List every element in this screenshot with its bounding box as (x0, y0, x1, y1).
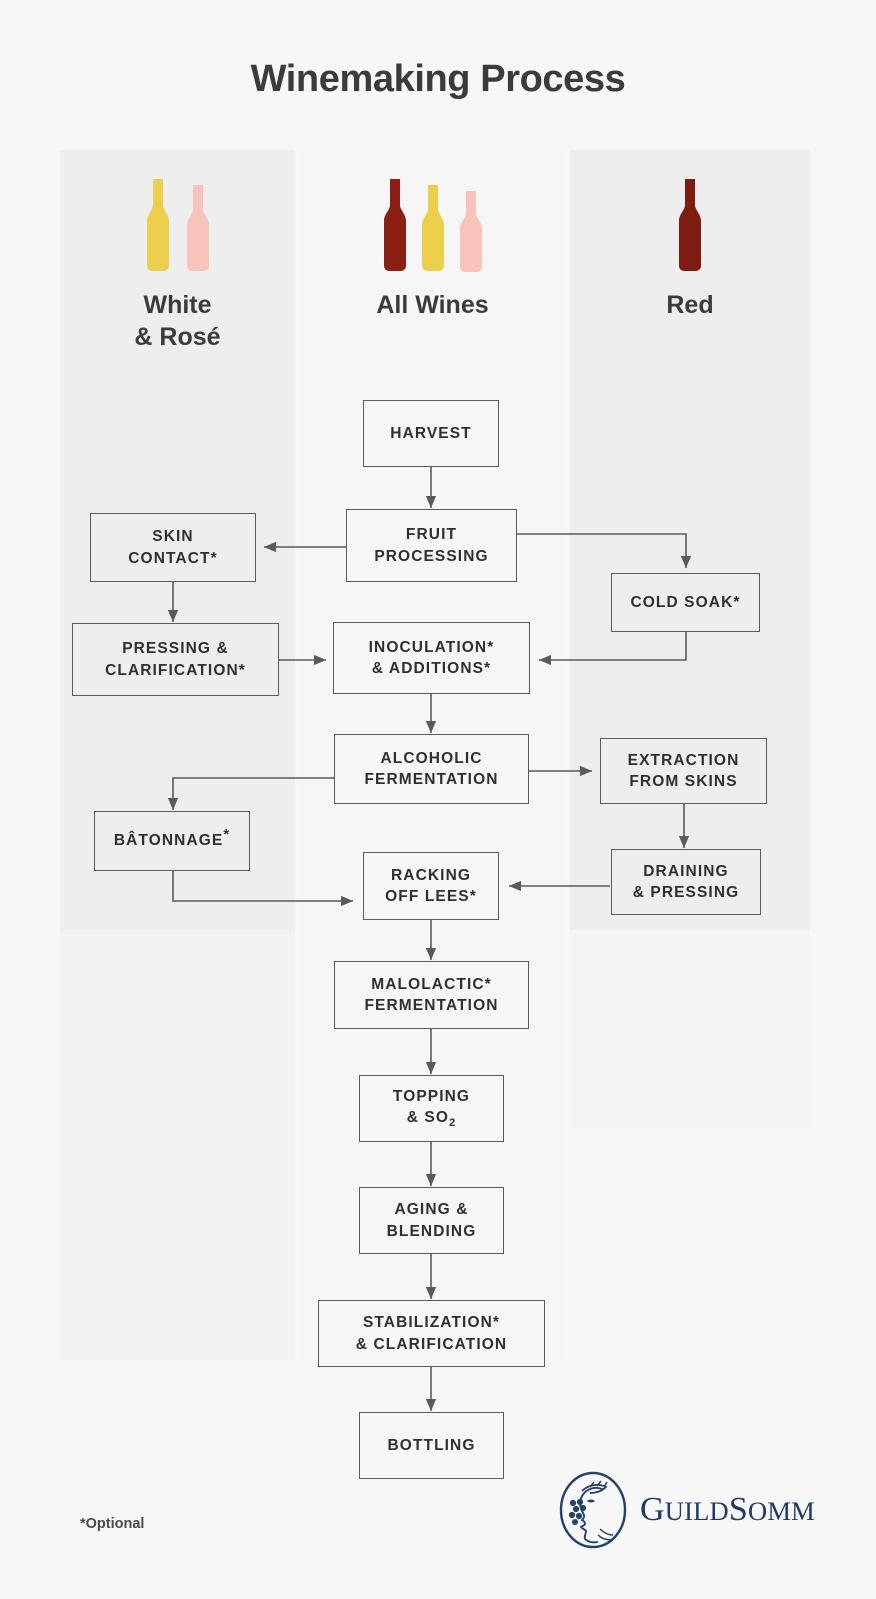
optional-footnote: *Optional (80, 1516, 145, 1532)
guildsomm-emblem-icon (559, 1471, 627, 1549)
node-draining-pressing[interactable]: DRAINING & PRESSING (611, 849, 761, 915)
rose-wine-bottle-icon (186, 185, 209, 271)
column-band-white-rose-lower (60, 930, 295, 1360)
node-label-line2: & CLARIFICATION (355, 1335, 508, 1353)
guildsomm-wordmark: GUILDSOMM (640, 1491, 815, 1529)
white-wine-bottle-icon (146, 179, 169, 271)
node-label: HARVEST (390, 424, 472, 442)
node-label-line2: FROM SKINS (629, 773, 738, 790)
node-label-line1: FRUIT (405, 526, 458, 544)
node-label-line1: PRESSING & (122, 640, 229, 658)
node-alcoholic-fermentation[interactable]: ALCOHOLIC FERMENTATION (334, 734, 529, 804)
node-label-line1: ALCOHOLIC (380, 749, 483, 767)
node-label-line2: & ADDITIONS* (371, 660, 492, 677)
node-label-line1: RACKING (390, 866, 472, 884)
red-wine-bottle-icon (383, 179, 406, 271)
bottle-icon-group-white-rose (60, 168, 295, 273)
page-title: Winemaking Process (250, 58, 626, 100)
node-label-line2: & PRESSING (632, 884, 740, 901)
column-header-label-all-wines: All Wines (300, 289, 565, 321)
node-pressing-clarification[interactable]: PRESSING & CLARIFICATION* (72, 623, 279, 696)
bottle-icon-group-red (570, 168, 810, 273)
node-label-line2: PROCESSING (374, 547, 489, 565)
node-extraction-from-skins[interactable]: EXTRACTION FROM SKINS (600, 738, 767, 804)
node-label: COLD SOAK* (630, 593, 741, 611)
column-band-red-lower (570, 930, 810, 1130)
column-label-line1: Red (666, 291, 714, 319)
wordmark-s: S (728, 1491, 748, 1528)
node-label-line1: STABILIZATION* (362, 1314, 501, 1332)
node-batonnage[interactable]: BÂTONNAGE* (94, 811, 250, 871)
node-label-line2: FERMENTATION (364, 771, 499, 788)
column-label-line1: All Wines (376, 291, 489, 319)
node-malolactic-fermentation[interactable]: MALOLACTIC* FERMENTATION (334, 961, 529, 1029)
node-label-line2: OFF LEES* (385, 888, 477, 905)
node-topping-so2[interactable]: TOPPING & SO2 (359, 1075, 504, 1142)
node-label-line2: CLARIFICATION* (105, 661, 246, 679)
column-label-line1: White (143, 291, 212, 319)
node-label-line1: INOCULATION* (368, 638, 495, 656)
node-racking-off-lees[interactable]: RACKING OFF LEES* (363, 852, 499, 920)
column-header-label-red: Red (570, 289, 810, 321)
node-label-superscript: * (223, 827, 231, 844)
node-label: BOTTLING (387, 1436, 476, 1454)
wordmark-omm: OMM (748, 1496, 815, 1526)
node-label-line1: TOPPING (392, 1087, 471, 1105)
column-label-line2: & Rosé (134, 323, 221, 351)
column-header-label-white-rose: White & Rosé (60, 289, 295, 353)
node-label-line1: AGING & (394, 1201, 469, 1219)
node-stabilization-clarification[interactable]: STABILIZATION* & CLARIFICATION (318, 1300, 545, 1367)
node-bottling[interactable]: BOTTLING (359, 1412, 504, 1479)
node-label-line1: EXTRACTION (627, 751, 740, 769)
node-aging-blending[interactable]: AGING & BLENDING (359, 1187, 504, 1254)
red-wine-bottle-icon (679, 179, 701, 271)
node-label-line1: DRAINING (643, 862, 729, 880)
node-harvest[interactable]: HARVEST (363, 400, 499, 467)
wordmark-uild: UILD (664, 1496, 729, 1526)
node-label-line2: BLENDING (386, 1222, 477, 1240)
rose-wine-bottle-icon (459, 191, 482, 272)
node-skin-contact[interactable]: SKIN CONTACT* (90, 513, 256, 582)
guildsomm-logo: GUILDSOMM (556, 1468, 836, 1552)
white-wine-bottle-icon (421, 185, 444, 271)
bottle-icon-group-all-wines (300, 168, 565, 273)
node-label-line1: MALOLACTIC* (371, 975, 492, 993)
node-inoculation-additions[interactable]: INOCULATION* & ADDITIONS* (333, 622, 530, 694)
wordmark-g: G (640, 1491, 665, 1528)
column-header-red: Red (570, 168, 810, 321)
node-label-line2: CONTACT* (128, 549, 218, 567)
node-label: BÂTONNAGE (113, 832, 224, 850)
node-label-subscript: 2 (448, 1117, 457, 1129)
node-label-line2: FERMENTATION (364, 997, 499, 1014)
column-header-all-wines: All Wines (300, 168, 565, 321)
node-cold-soak[interactable]: COLD SOAK* (611, 573, 760, 632)
node-label-line1: SKIN (152, 528, 194, 546)
column-header-white-rose: White & Rosé (60, 168, 295, 353)
node-label-line2: & SO (406, 1108, 449, 1126)
node-fruit-processing[interactable]: FRUIT PROCESSING (346, 509, 517, 582)
